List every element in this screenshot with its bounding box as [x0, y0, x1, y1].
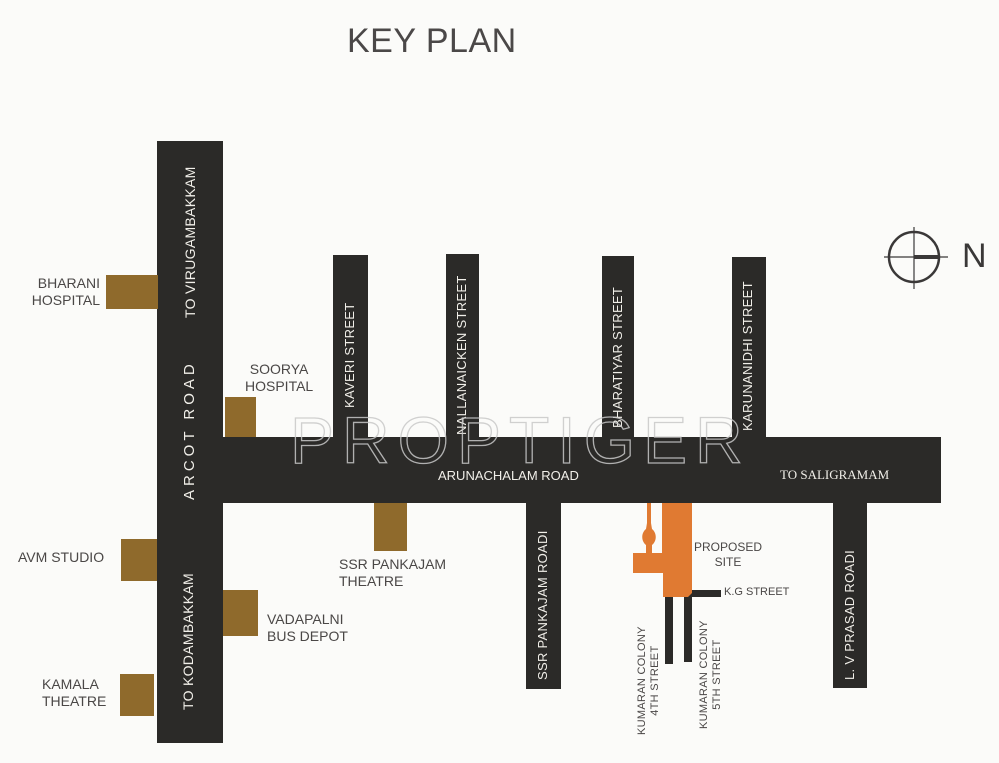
karunanidhi-street [732, 257, 766, 447]
bharatiyar-street [602, 256, 634, 446]
avm-studio-marker [121, 539, 157, 581]
kaveri-street-label: KAVERI STREET [342, 302, 357, 408]
ssr-pankajam-road [526, 495, 561, 689]
proposed-site-shape [630, 503, 694, 599]
kg-street-label: K.G STREET [724, 586, 790, 598]
kaveri-street [333, 255, 368, 445]
bharani-hospital-marker [106, 275, 158, 309]
watermark: PROPTIGER [289, 402, 751, 477]
arunachalam-road-label: ARUNACHALAM ROAD [438, 468, 579, 483]
north-label: N [962, 237, 987, 275]
vadapalni-bus-depot-marker [223, 590, 258, 636]
map-title: KEY PLAN [347, 22, 517, 60]
ssr-pankajam-road-label: SSR PANKAJAM ROADI [535, 530, 550, 680]
bharani-hospital-label: BHARANI HOSPITAL [31, 275, 100, 308]
kg-street [684, 590, 721, 597]
kamala-theatre-marker [120, 674, 154, 716]
ssr-pankajam-theatre-marker [374, 503, 407, 551]
avm-studio-label: AVM STUDIO [18, 549, 105, 565]
kumaran-5th-street-label: KUMARAN COLONY 5TH STREET [698, 620, 723, 729]
vadapalni-bus-depot-label: VADAPALNI BUS DEPOT [267, 611, 348, 644]
to-saligramam-label: TO SALIGRAMAM [780, 467, 890, 482]
soorya-hospital-label: SOORYA HOSPITAL [245, 361, 314, 394]
kumaran-4th-street-label: KUMARAN COLONY 4TH STREET [636, 626, 661, 735]
kamala-theatre-label: KAMALA THEATRE [42, 676, 107, 709]
lv-prasad-road [833, 495, 867, 688]
arunachalam-road [157, 437, 941, 503]
nallanaicken-street [446, 254, 479, 444]
proposed-site-label: PROPOSED SITE [694, 540, 763, 569]
soorya-hospital-marker [225, 397, 256, 437]
to-kodambakkam-label: TO KODAMBAKKAM [180, 573, 196, 710]
kumaran-5th-street [684, 596, 692, 662]
arcot-road-label: ARCOT ROAD [181, 360, 198, 500]
to-virugambakkam-label: TO VIRUGAMBAKKAM [182, 166, 198, 318]
ssr-pankajam-theatre-label: SSR PANKAJAM THEATRE [339, 556, 447, 589]
lv-prasad-road-label: L. V PRASAD ROADI [842, 549, 857, 680]
north-compass-icon [882, 222, 952, 292]
kumaran-4th-street [665, 596, 673, 664]
